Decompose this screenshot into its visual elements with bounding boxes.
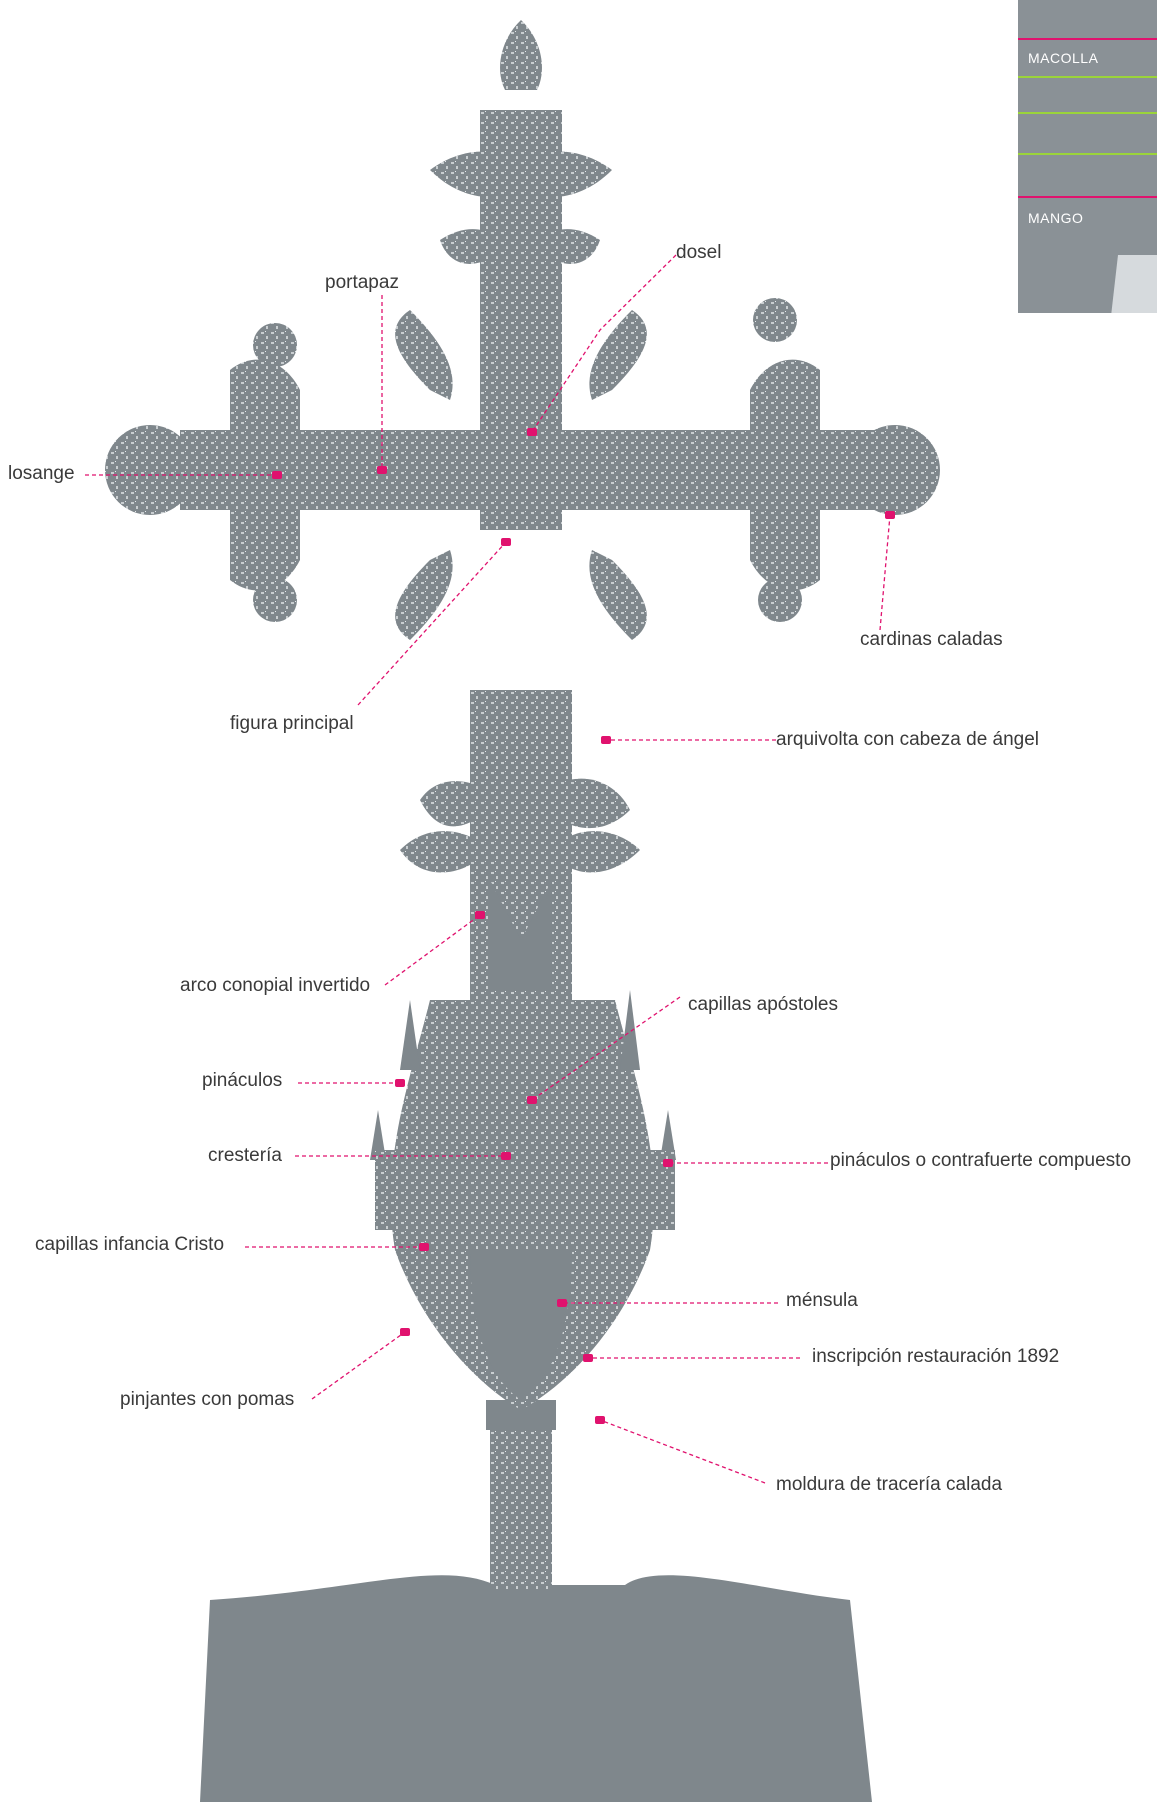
leader-marker-apostoles: [527, 1096, 537, 1104]
minimap-label-macolla: MACOLLA: [1028, 50, 1098, 66]
leader-marker-conopial: [475, 911, 485, 919]
leader-marker-losange: [272, 471, 282, 479]
label-losange: losange: [8, 463, 75, 485]
minimap-band-1: [1018, 38, 1157, 40]
leader-marker-moldura: [595, 1416, 605, 1424]
leader-marker-pinjantes: [400, 1328, 410, 1336]
leader-marker-dosel: [527, 428, 537, 436]
right-terminal: [850, 425, 940, 515]
label-mensula: ménsula: [786, 1290, 858, 1312]
label-arquivolta: arquivolta con cabeza de ángel: [776, 729, 1039, 751]
mango-shaft: [490, 1420, 552, 1590]
leader-marker-portapaz: [377, 466, 387, 474]
label-capillas-infancia: capillas infancia Cristo: [35, 1234, 224, 1256]
label-pinjantes: pinjantes con pomas: [120, 1389, 294, 1411]
leader-line-moldura: [600, 1420, 765, 1483]
label-portapaz: portapaz: [325, 272, 399, 294]
pedestal-base: [200, 1575, 872, 1802]
minimap-band-4: [1018, 153, 1157, 155]
label-dosel: dosel: [676, 242, 721, 264]
leader-marker-arquivolta: [601, 736, 611, 744]
label-pinaculos: pináculos: [202, 1070, 282, 1092]
minimap-pedestal: [1098, 255, 1157, 313]
left-terminal: [105, 425, 195, 515]
leader-line-pinjantes: [312, 1332, 405, 1399]
minimap-band-3: [1018, 112, 1157, 114]
minimap-band-2: [1018, 76, 1157, 78]
leader-line-conopial: [385, 915, 480, 985]
label-capillas-apostoles: capillas apóstoles: [688, 994, 838, 1016]
leader-marker-contrafuerte: [663, 1159, 673, 1167]
minimap-inset: MACOLLA MANGO: [1018, 0, 1157, 313]
label-moldura: moldura de tracería calada: [776, 1474, 1002, 1496]
leader-marker-cresteria: [501, 1152, 511, 1160]
label-inscripcion: inscripción restauración 1892: [812, 1346, 1059, 1368]
leader-line-cardinas: [880, 515, 890, 630]
top-finial: [500, 20, 542, 90]
minimap-band-5: [1018, 196, 1157, 198]
leader-marker-mensula: [557, 1299, 567, 1307]
leader-marker-pinaculos: [395, 1079, 405, 1087]
label-pinaculos-contrafuerte: pináculos o contrafuerte compuesto: [830, 1150, 1131, 1172]
label-cresteria: crestería: [208, 1145, 282, 1167]
minimap-label-mango: MANGO: [1028, 210, 1083, 226]
label-figura-principal: figura principal: [230, 713, 354, 735]
label-cardinas-caladas: cardinas caladas: [860, 629, 1003, 651]
leader-marker-infancia: [419, 1243, 429, 1251]
leader-marker-figura: [501, 538, 511, 546]
leader-marker-inscripcion: [583, 1354, 593, 1362]
leader-marker-cardinas: [885, 511, 895, 519]
label-arco-conopial: arco conopial invertido: [180, 975, 370, 997]
